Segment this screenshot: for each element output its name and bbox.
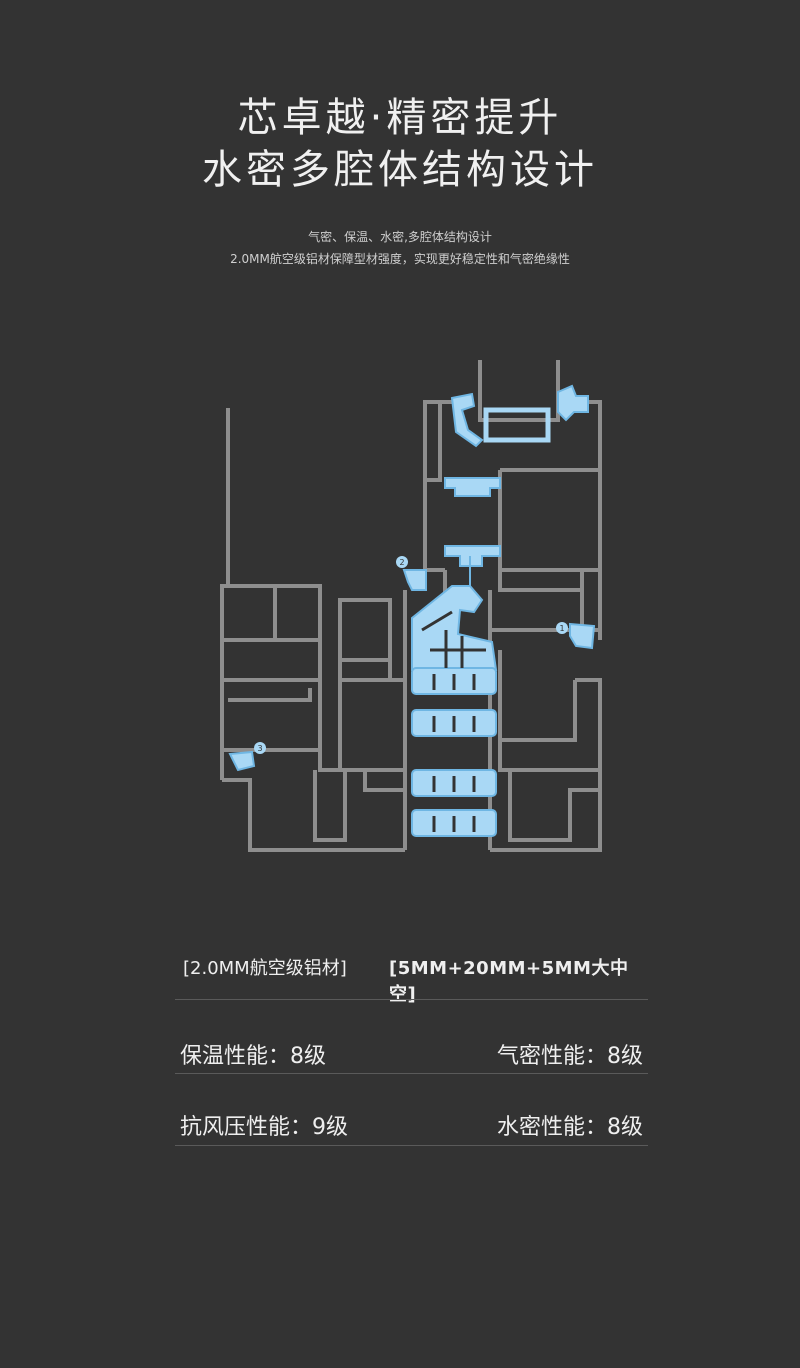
title-block: 芯卓越·精密提升 水密多腔体结构设计 bbox=[0, 92, 800, 196]
page-title: 芯卓越·精密提升 bbox=[237, 95, 563, 141]
marker-1-label: 1 bbox=[559, 624, 564, 633]
marker-badges: 1 2 3 bbox=[254, 556, 568, 754]
subtitle-line-1: 气密、保温、水密,多腔体结构设计 bbox=[308, 230, 492, 244]
thermal-break-inner-cells bbox=[421, 610, 486, 832]
subtitle-block: 气密、保温、水密,多腔体结构设计 2.0MM航空级铝材保障型材强度，实现更好稳定… bbox=[0, 226, 800, 270]
marker-3 bbox=[254, 742, 266, 754]
window-profile-cross-section-diagram: 1 2 3 bbox=[220, 360, 602, 852]
divider-2 bbox=[175, 1073, 648, 1074]
insulation-performance: 保温性能：8级 bbox=[180, 1044, 326, 1069]
spec-row: [2.0MM航空级铝材] [5MM+20MM+5MM大中空] bbox=[175, 950, 650, 1005]
divider-3 bbox=[175, 1145, 648, 1146]
wind-pressure-performance: 抗风压性能：9级 bbox=[180, 1115, 348, 1140]
watertight-performance: 水密性能：8级 bbox=[497, 1115, 643, 1140]
page-title-line2: 水密多腔体结构设计 bbox=[202, 147, 598, 193]
airtight-performance: 气密性能：8级 bbox=[497, 1044, 643, 1069]
aluminum-profile bbox=[220, 360, 602, 852]
material-spec: [2.0MM航空级铝材] bbox=[183, 958, 347, 979]
subtitle-line-2: 2.0MM航空级铝材保障型材强度，实现更好稳定性和气密绝缘性 bbox=[230, 252, 570, 266]
marker-3-label: 3 bbox=[257, 744, 262, 753]
divider-1 bbox=[175, 999, 648, 1000]
marker-1 bbox=[556, 622, 568, 634]
marker-2 bbox=[396, 556, 408, 568]
marker-2-label: 2 bbox=[399, 558, 404, 567]
